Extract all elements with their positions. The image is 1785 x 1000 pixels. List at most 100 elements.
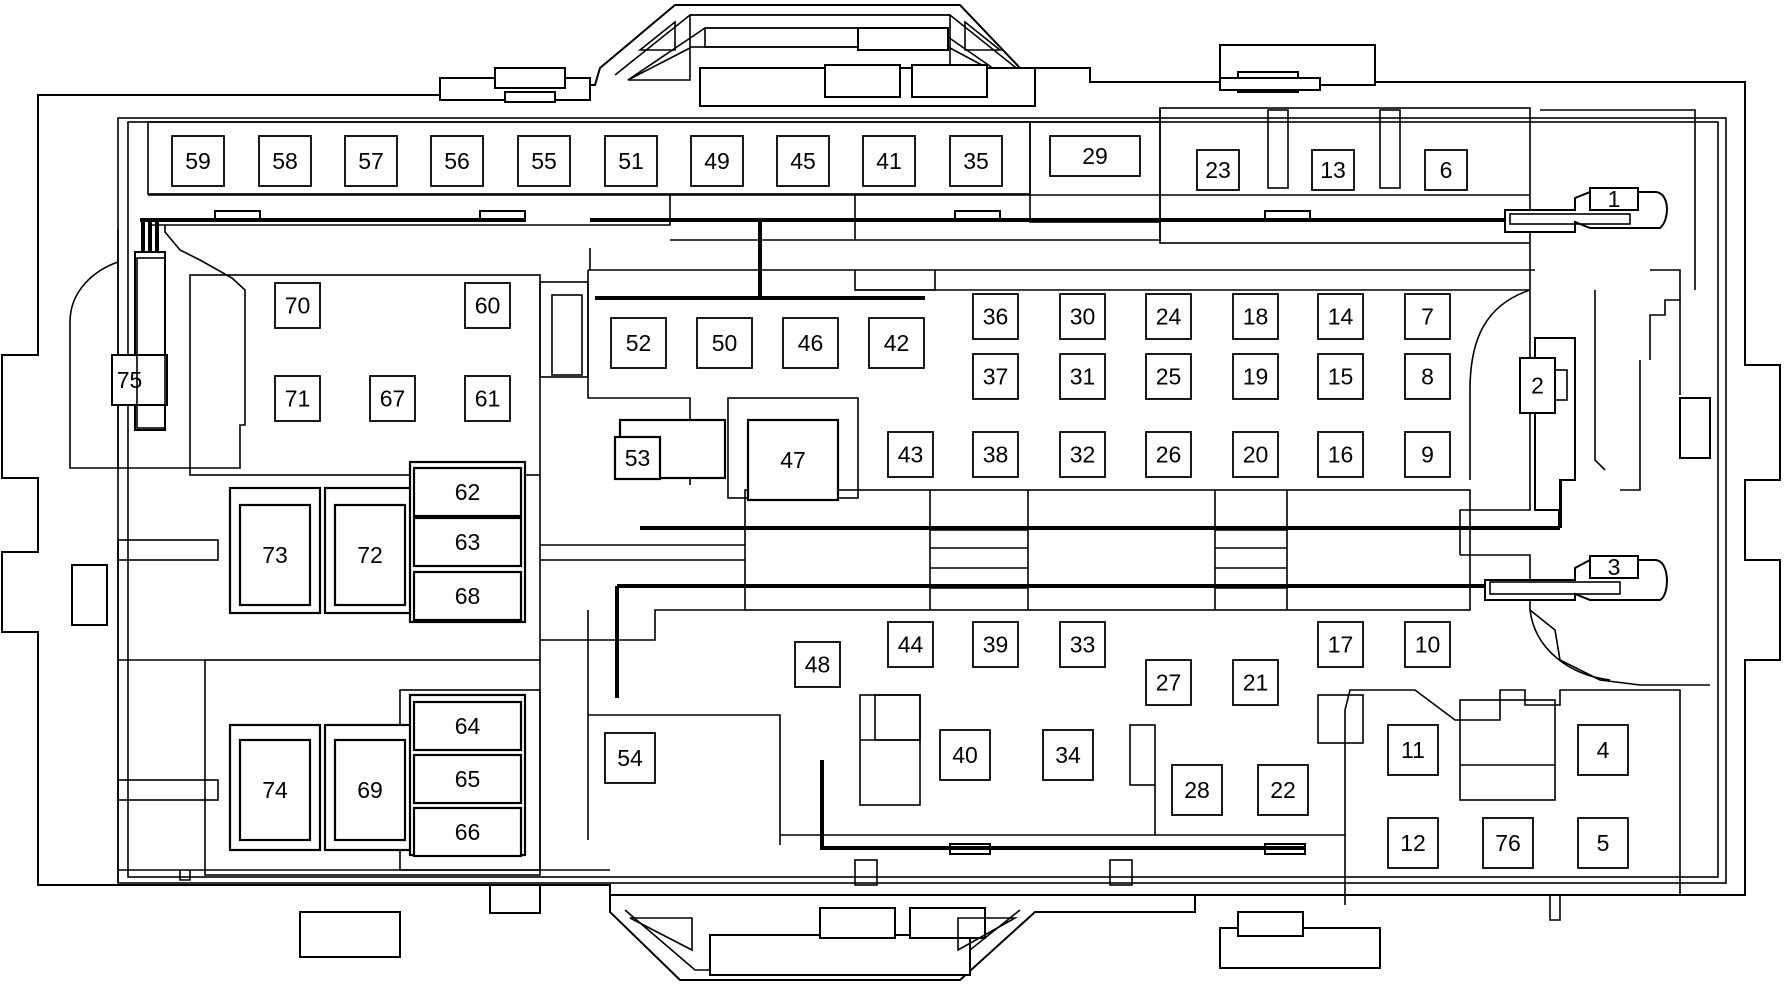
fuse-24: 24: [1145, 293, 1192, 340]
fuse-58-label: 58: [272, 148, 298, 174]
fuse-18-label: 18: [1243, 304, 1269, 330]
fuse-16-label: 16: [1328, 442, 1354, 468]
fuse-30-label: 30: [1070, 304, 1096, 330]
fuse-71-label: 71: [285, 386, 311, 412]
fuse-27-label: 27: [1156, 670, 1182, 696]
fuse-62: 62: [412, 466, 523, 518]
fuse-66-label: 66: [455, 819, 481, 845]
fuse-37-label: 37: [983, 364, 1009, 390]
fuse-16: 16: [1317, 431, 1364, 478]
fuse-4: 4: [1577, 724, 1629, 776]
fuse-56: 56: [430, 135, 484, 187]
fuse-59-label: 59: [185, 148, 211, 174]
fuse-3-label: 3: [1608, 554, 1621, 580]
fuse-8-box: [1404, 353, 1451, 400]
fuse-38-box: [972, 431, 1019, 478]
fuse-38: 38: [972, 431, 1019, 478]
fuse-75: 75: [117, 367, 143, 393]
fuse-65-label: 65: [455, 766, 481, 792]
fuse-20: 20: [1232, 431, 1279, 478]
fuse-31-box: [1059, 353, 1106, 400]
fuse-23-label: 23: [1205, 157, 1231, 183]
fuse-61: 61: [464, 375, 511, 422]
fuse-27: 27: [1145, 659, 1192, 706]
fuse-31-label: 31: [1070, 364, 1096, 390]
fuse-52-label: 52: [626, 330, 652, 356]
fuse-16-box: [1317, 431, 1364, 478]
fuse-65: 65: [412, 753, 523, 805]
fuse-1: 1: [1608, 186, 1621, 212]
fuse-68-label: 68: [455, 583, 481, 609]
fuse-59: 59: [171, 135, 225, 187]
fuse-42: 42: [868, 317, 925, 369]
fuse-25-box: [1145, 353, 1192, 400]
fuse-72: 72: [357, 542, 383, 568]
fuse-54-box: [604, 732, 656, 784]
fuse-64: 64: [412, 700, 523, 752]
fuse-69-label: 69: [357, 777, 383, 803]
fuse-63-label: 63: [455, 529, 481, 555]
fuse-20-label: 20: [1243, 442, 1269, 468]
fuse-41-label: 41: [876, 148, 902, 174]
fuse-50: 50: [696, 317, 753, 369]
fuse-11-label: 11: [1401, 737, 1425, 763]
fuse-26-label: 26: [1156, 442, 1182, 468]
fuse-41-box: [862, 135, 916, 187]
fuse-73: 73: [262, 542, 288, 568]
fuse-26-box: [1145, 431, 1192, 478]
fuse-57-box: [344, 135, 398, 187]
fuse-69: 69: [357, 777, 383, 803]
fuse-52-box: [610, 317, 667, 369]
fuse-58-box: [258, 135, 312, 187]
fuse-40-label: 40: [952, 742, 978, 768]
fuse-60: 60: [464, 282, 511, 329]
fuse-19-label: 19: [1243, 364, 1269, 390]
fuse-55: 55: [517, 135, 571, 187]
fuse-73-label: 73: [262, 542, 288, 568]
fuse-24-box: [1145, 293, 1192, 340]
fuse-51: 51: [604, 135, 658, 187]
fuse-47-label: 47: [780, 447, 806, 473]
fuse-71: 71: [274, 375, 321, 422]
fuse-45-label: 45: [790, 148, 816, 174]
fuse-18-box: [1232, 293, 1279, 340]
fuse-57: 57: [344, 135, 398, 187]
fuse-49-label: 49: [704, 148, 730, 174]
fuse-70-label: 70: [285, 293, 311, 319]
fuse-64-label: 64: [455, 713, 481, 739]
fuse-75-label: 75: [117, 367, 143, 393]
fuse-42-label: 42: [884, 330, 910, 356]
fuse-5-box: [1577, 817, 1629, 869]
fuse-33-box: [1059, 621, 1106, 668]
fuse-39-label: 39: [983, 632, 1009, 658]
fuse-15-label: 15: [1328, 364, 1354, 390]
fuse-46: 46: [782, 317, 839, 369]
fuse-7-label: 7: [1421, 304, 1434, 330]
fuse-34: 34: [1042, 729, 1094, 781]
fuse-22-label: 22: [1270, 777, 1296, 803]
fuse-50-box: [696, 317, 753, 369]
fuse-66: 66: [412, 806, 523, 858]
fuse-36-box: [972, 293, 1019, 340]
fuse-67-label: 67: [380, 386, 406, 412]
fuse-49-box: [690, 135, 744, 187]
fuse-52: 52: [610, 317, 667, 369]
fuse-45-box: [776, 135, 830, 187]
fuse-33: 33: [1059, 621, 1106, 668]
fuse-13-box: [1311, 149, 1355, 191]
fuse-14-box: [1317, 293, 1364, 340]
fuse-3: 3: [1608, 554, 1621, 580]
fuse-61-label: 61: [475, 386, 501, 412]
fuse-24-label: 24: [1156, 304, 1182, 330]
fuse-56-label: 56: [444, 148, 470, 174]
fuse-47: 47: [746, 418, 840, 502]
fuse-50-label: 50: [712, 330, 738, 356]
fuse-10-label: 10: [1415, 632, 1441, 658]
fuse-37: 37: [972, 353, 1019, 400]
fuse-12-box: [1387, 817, 1439, 869]
fuse-21-label: 21: [1243, 670, 1269, 696]
fuse-29-box: [1049, 135, 1141, 177]
fuse-53-label: 53: [625, 445, 651, 471]
